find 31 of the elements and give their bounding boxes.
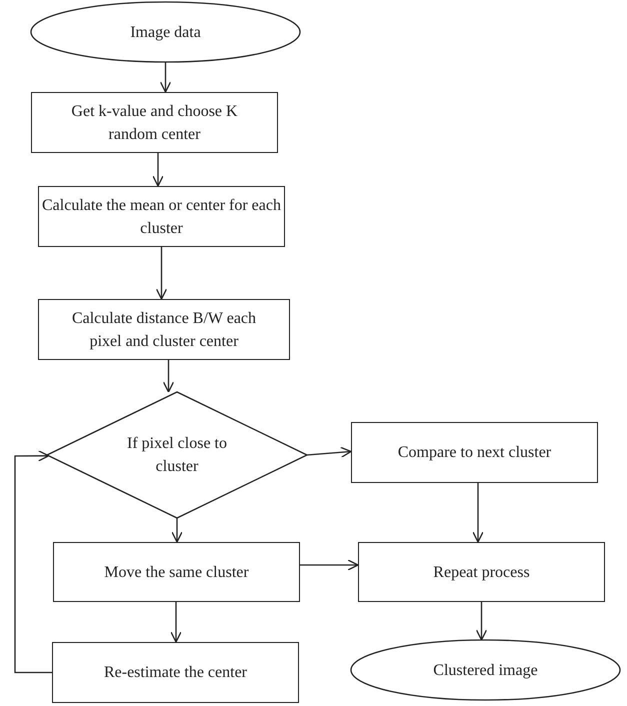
step-text: Re-estimate the center	[102, 663, 248, 683]
arrow	[472, 483, 484, 543]
process-box	[38, 186, 285, 247]
step-text: If pixel close to cluster	[126, 434, 228, 477]
step-text: Move the same cluster	[103, 562, 250, 582]
arrow	[300, 559, 359, 571]
process-box	[351, 422, 598, 483]
arrow	[162, 360, 174, 393]
terminal-ellipse	[351, 640, 620, 700]
step-text: Image data	[129, 22, 202, 42]
step-text: Calculate the mean or center for each cluster	[41, 196, 282, 238]
step-text: Calculate distance B/W each pixel and cluster center	[70, 308, 258, 352]
step-text: Compare to next cluster	[396, 443, 552, 463]
process-box	[52, 642, 299, 703]
process-box	[38, 299, 290, 360]
arrow	[14, 450, 52, 674]
arrow	[170, 602, 182, 643]
process-box	[31, 92, 278, 153]
process-box	[53, 542, 300, 602]
arrow	[156, 247, 168, 300]
decision-diamond	[47, 392, 307, 518]
arrow	[171, 518, 183, 543]
arrow	[160, 62, 172, 93]
process-box	[358, 542, 605, 602]
arrow	[306, 446, 352, 458]
arrow	[476, 602, 488, 641]
step-text: Clustered image	[432, 660, 539, 680]
arrow	[152, 153, 164, 187]
step-text: Get k-value and choose K random center	[70, 102, 239, 144]
terminal-ellipse	[31, 2, 300, 62]
step-text: Repeat process	[432, 562, 531, 582]
